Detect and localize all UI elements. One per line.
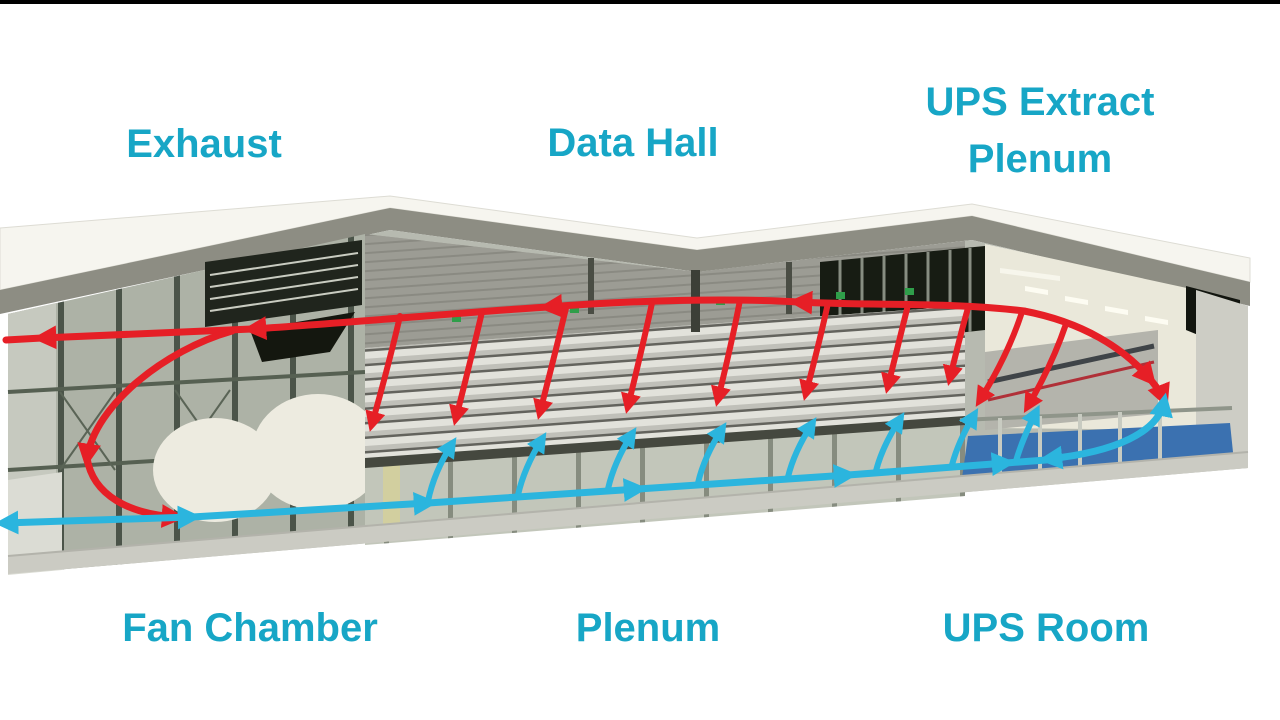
label-exhaust: Exhaust	[126, 122, 282, 166]
hot-air-flow-arrows	[2, 290, 1170, 528]
fan-cone	[252, 394, 384, 510]
rack-indicator-green	[452, 315, 461, 322]
label-plenum: Plenum	[575, 606, 721, 650]
rack-indicator-green	[836, 292, 845, 299]
label-ups-room: UPS Room	[942, 606, 1150, 650]
rack-indicator-green	[905, 288, 914, 295]
fan-chamber-section	[7, 234, 384, 575]
roof-column	[786, 262, 792, 314]
ceiling-light	[1145, 316, 1168, 325]
rack-indicator-green	[570, 306, 579, 313]
label-ups-extract-plenum-line1: UPS Extract	[925, 80, 1155, 124]
roof-column	[588, 258, 594, 314]
label-ups-extract-plenum: UPS Extract Plenum	[926, 74, 1155, 188]
ceiling-light	[1025, 286, 1048, 295]
label-ups-extract-plenum-line2: Plenum	[967, 137, 1113, 181]
cold-air-flow-arrows	[0, 392, 1173, 535]
label-data-hall: Data Hall	[547, 121, 719, 165]
ceiling-light	[1065, 296, 1088, 305]
building-plinth	[8, 452, 1248, 574]
label-fan-chamber: Fan Chamber	[122, 606, 378, 650]
top-letterbox-bar	[0, 0, 1280, 4]
roof	[0, 195, 1251, 314]
ceiling-light	[1105, 306, 1128, 315]
data-hall-back-wall	[365, 234, 985, 348]
fan-cone	[153, 418, 277, 522]
ceiling-light	[1000, 268, 1060, 281]
